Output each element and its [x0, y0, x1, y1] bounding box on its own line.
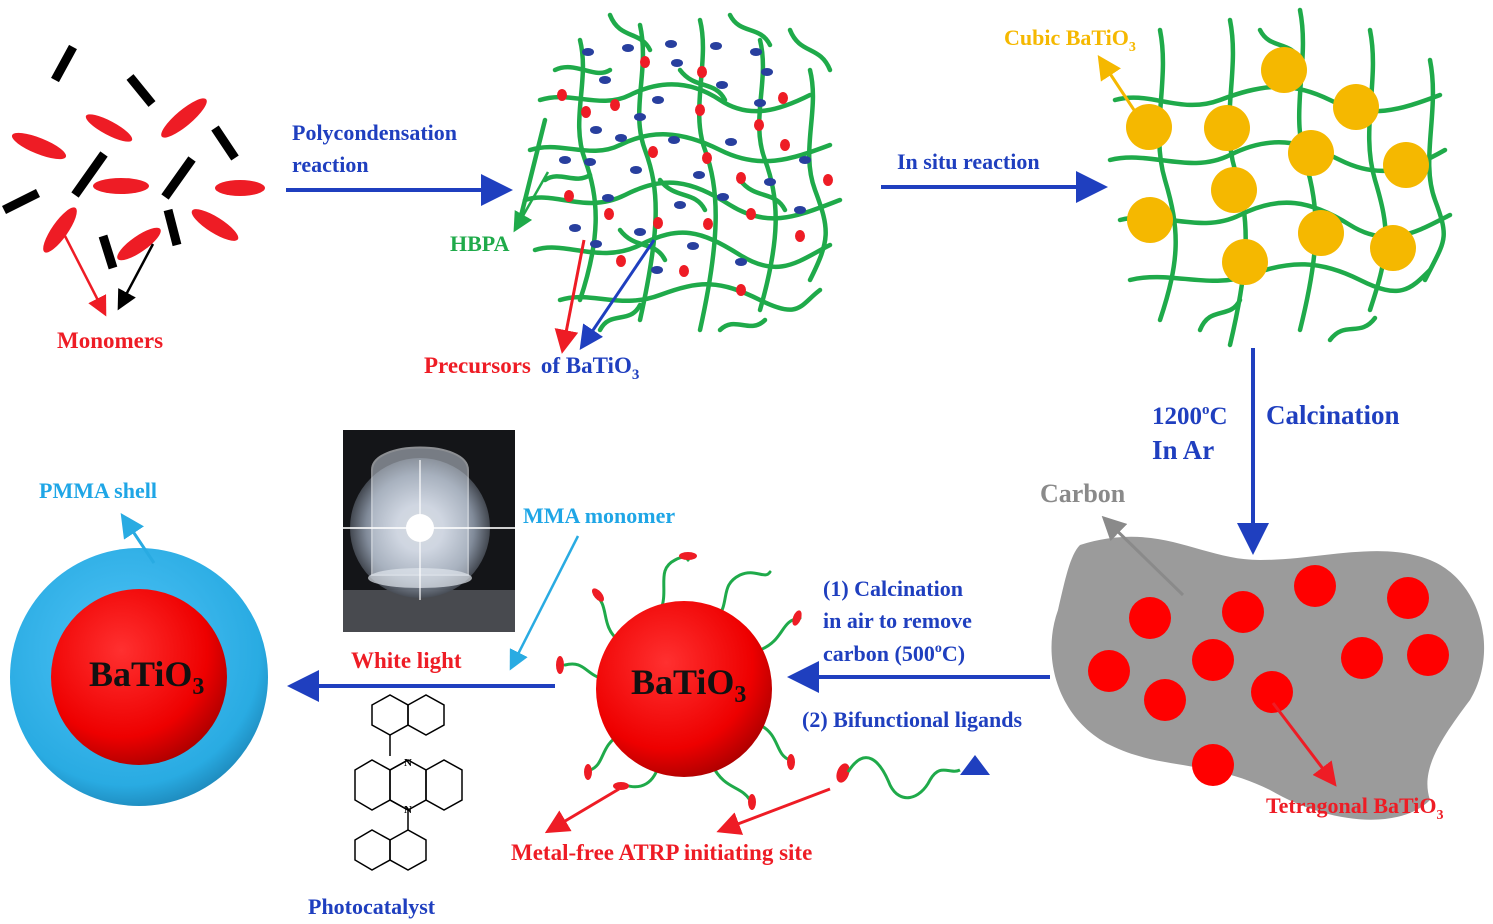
precursor-red-pointer-arrow	[554, 239, 586, 354]
in-situ-step: In situ reaction	[881, 149, 1108, 203]
cubic-sub3: 3	[1129, 40, 1136, 55]
polycondensation-label: Polycondensation	[292, 120, 457, 145]
tetragonal-red-particles	[1088, 565, 1449, 786]
core-shell-core	[51, 589, 227, 765]
core-text-main: BaTiO	[631, 662, 734, 702]
step1-line3: carbon (500oC)	[823, 641, 965, 666]
carbon-label: Carbon	[1040, 479, 1126, 508]
core-shell-text-main: BaTiO	[89, 654, 192, 694]
monomer-black-pointer-arrow	[117, 243, 155, 311]
tetragonal-pointer-arrow	[1271, 702, 1337, 787]
carbon-matrix: Carbon Tetragonal BaTiO3	[1040, 479, 1485, 823]
in-ar-label: In Ar	[1152, 435, 1214, 465]
cubic-pointer-arrow	[1097, 54, 1138, 114]
polycondensation-step: Polycondensation reaction	[286, 120, 513, 206]
core-shell-label: BaTiO3	[89, 654, 204, 700]
step1-line3-text: carbon (500	[823, 641, 935, 666]
ligand-red-head	[836, 763, 850, 783]
precursors-sub3: 3	[632, 367, 640, 383]
red-monomer-ellipses	[11, 98, 265, 261]
ligand-green-chain	[846, 756, 961, 800]
ligand-step: (1) Calcination in air to remove carbon …	[787, 576, 1050, 800]
grafted-red-heads	[556, 552, 802, 810]
precursor-blue-pointer-arrow	[579, 239, 656, 350]
mma-label: MMA monomer	[523, 503, 675, 528]
step1-line3-end: C)	[942, 641, 965, 666]
tetragonal-text: Tetragonal BaTiO	[1266, 793, 1437, 818]
temperature-degree: o	[1202, 402, 1210, 418]
in-situ-label: In situ reaction	[897, 149, 1040, 174]
temperature-value: 1200	[1152, 403, 1202, 430]
calcination-step: 1200oC In Ar Calcination	[1152, 348, 1400, 555]
hbpa-pointer-arrow	[513, 171, 550, 233]
step2-label: (2) Bifunctional ligands	[802, 707, 1022, 732]
core-shell-text-sub: 3	[192, 674, 204, 700]
atrp-pointer-arrow-1	[544, 787, 620, 834]
mma-pointer-arrow	[509, 535, 580, 671]
carbon-pointer-arrow	[1101, 515, 1185, 597]
polymerization-step: MMA monomer White light N N Photocatalys…	[287, 430, 675, 919]
photocatalyst-n-bottom: N	[404, 804, 412, 816]
black-monomer-sticks	[1, 44, 239, 270]
polycondensation-reaction-label: reaction	[292, 152, 369, 177]
blue-precursor-dots	[559, 40, 811, 274]
cubic-text: Cubic BaTiO	[1004, 25, 1129, 50]
temperature-label: 1200oC	[1152, 402, 1228, 430]
core-shell-particle: BaTiO3 PMMA shell	[10, 478, 268, 806]
precursors-word: Precursors	[424, 353, 531, 378]
monomers-group: Monomers	[1, 44, 265, 353]
red-precursor-dots	[557, 56, 833, 296]
photocatalyst-structure	[354, 694, 463, 871]
core-text-sub: 3	[734, 682, 746, 708]
step1-degree: o	[935, 641, 942, 656]
temperature-unit: C	[1210, 403, 1228, 430]
step1-line2: in air to remove	[823, 608, 972, 633]
atrp-label: Metal-free ATRP initiating site	[511, 840, 812, 865]
bifunctional-ligand	[836, 755, 990, 800]
photocatalyst-n-top: N	[404, 757, 412, 769]
hbpa-green-chains	[517, 12, 843, 333]
led-photo	[330, 430, 520, 632]
photocatalyst-label: Photocatalyst	[308, 894, 436, 919]
hbpa-network: HBPA	[424, 12, 843, 383]
atrp-pointer-arrow-2	[716, 787, 831, 835]
cubic-gold-particles	[1126, 47, 1429, 285]
functionalized-batio3: BaTiO3 Metal-free ATRP initiating site	[511, 552, 831, 865]
batio3-core-label: BaTiO3	[631, 662, 746, 708]
monomer-red-pointer-arrow	[63, 235, 107, 317]
ligand-blue-triangle	[960, 755, 990, 775]
batio3-core-particle	[596, 601, 772, 777]
step1-line1: (1) Calcination	[823, 576, 963, 601]
precursors-label: Precursors of BaTiO3	[424, 353, 639, 383]
calcination-label: Calcination	[1266, 400, 1400, 430]
hbpa-label: HBPA	[450, 231, 510, 256]
pmma-pointer-arrow	[120, 513, 156, 564]
monomers-label: Monomers	[57, 328, 163, 353]
cubic-label: Cubic BaTiO3	[1004, 25, 1136, 55]
tetragonal-sub3: 3	[1437, 808, 1444, 823]
cubic-batio3-network: Cubic BaTiO3	[1004, 7, 1453, 348]
white-light-label: White light	[351, 648, 462, 673]
pmma-label: PMMA shell	[39, 478, 157, 503]
tetragonal-label: Tetragonal BaTiO3	[1266, 793, 1444, 823]
precursors-batio3: of BaTiO	[541, 353, 632, 378]
